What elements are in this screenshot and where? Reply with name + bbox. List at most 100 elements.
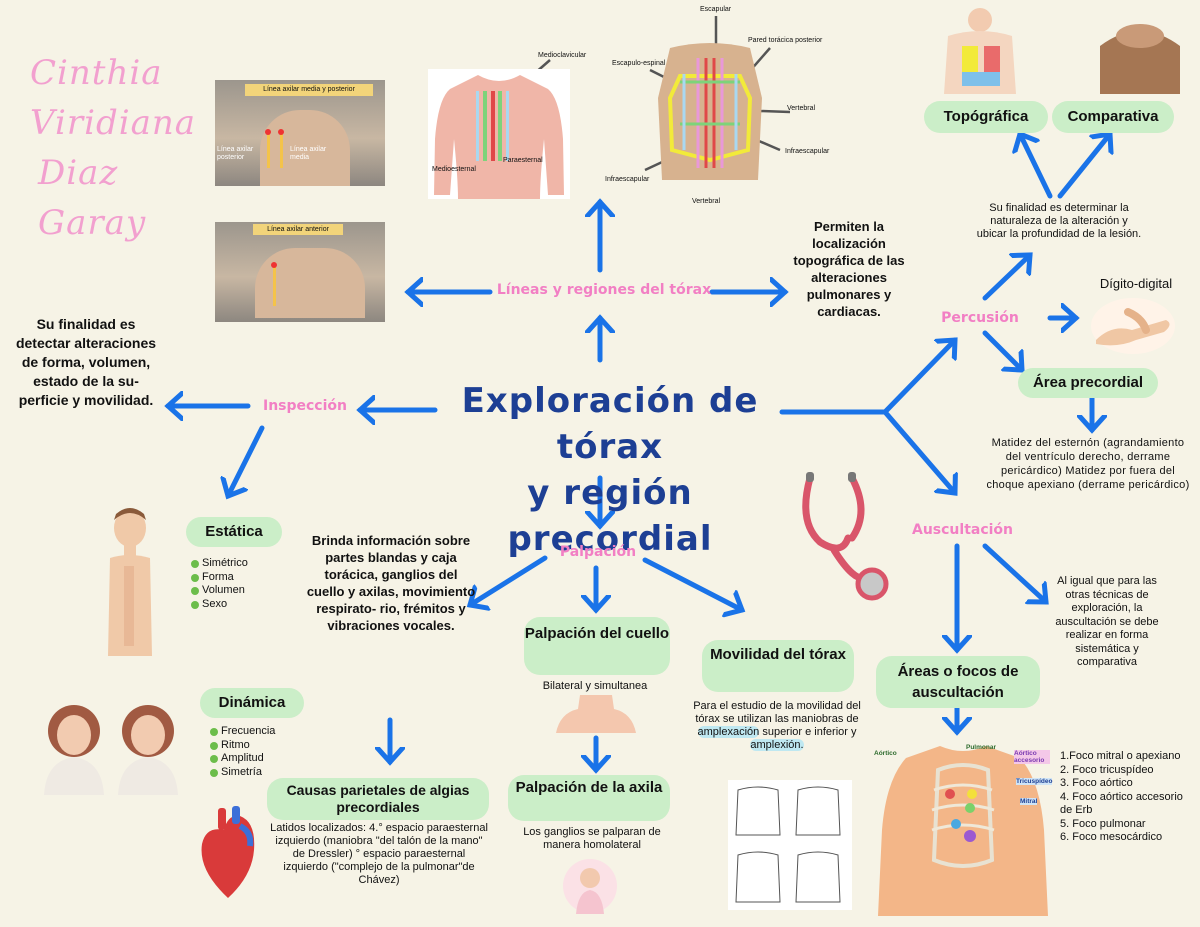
label-aortico-accesorio: Aórtico accesorio — [1014, 750, 1050, 764]
label-medioesternal: Medioesternal — [432, 166, 476, 173]
list-item: Frecuencia — [210, 725, 275, 739]
dinamica-list: Frecuencia Ritmo Amplitud Simetría — [210, 725, 275, 779]
label-pared-toracica: Pared torácica posterior — [748, 37, 823, 44]
branch-lineas: Líneas y regiones del tórax — [496, 282, 712, 298]
label-infraescapular-right: Infraescapular — [785, 148, 830, 155]
areas-focos-pill: Áreas o focos de auscultación — [876, 656, 1040, 708]
branch-auscultacion: Auscultación — [912, 522, 1014, 538]
arrow-percusion-down — [982, 330, 1022, 370]
branch-percusion: Percusión — [941, 310, 1019, 326]
list-item: 6. Foco mesocárdico — [1060, 831, 1163, 843]
causas-text: Latidos localizados: 4.° espacio paraest… — [270, 822, 488, 886]
author-name: Cinthia Viridiana Diaz Garay — [30, 50, 197, 250]
axilla-illustration — [562, 856, 618, 914]
cuello-pill: Palpación del cuello — [524, 617, 670, 675]
label-tricuspideo: Tricuspídeo — [1016, 778, 1053, 785]
movilidad-sketches — [728, 780, 852, 910]
label-vertebral-bottom: Vertebral — [692, 198, 721, 205]
cuello-text: Bilateral y simultanea — [542, 680, 648, 692]
author-second: Viridiana — [30, 103, 197, 143]
area-precordial-pill: Área precordial — [1018, 368, 1158, 398]
arrow-finalidad-left — [1020, 134, 1053, 199]
list-item: Volumen — [191, 584, 248, 598]
label-vertebral-right: Vertebral — [787, 105, 816, 112]
heart-illustration — [196, 806, 260, 900]
list-item: Simetría — [210, 766, 275, 780]
author-third: Diaz — [38, 153, 119, 193]
front-torso-diagram: Medioclavicular Medioesternal Paraestern… — [428, 52, 586, 199]
breathing-women-illustration — [38, 695, 188, 795]
branch-inspeccion: Inspección — [262, 398, 347, 414]
movilidad-text: Para el estudio de la movilidad del tóra… — [692, 700, 862, 752]
author-fourth: Garay — [38, 203, 147, 243]
back-torso-diagram — [650, 38, 770, 180]
label-mitral: Mitral — [1020, 798, 1038, 805]
list-item: 5. Foco pulmonar — [1060, 817, 1146, 830]
inspeccion-description: Su finalidad es detectar alteraciones de… — [15, 316, 157, 408]
label-escapular: Escapular — [700, 6, 732, 13]
causas-pill: Causas parietales de algias precordiales — [267, 778, 489, 820]
lineas-description: Permiten la localización topográfica de … — [793, 219, 905, 319]
label-paraesternal: Paraesternal — [503, 157, 543, 164]
comparativa-pill: Comparativa — [1052, 101, 1174, 133]
arrow-finalidad-right — [1057, 134, 1110, 199]
auscultacion-side-text: Al igual que para las otras técnicas de … — [1055, 575, 1159, 668]
list-item: 4. Foco aórtico accesorio de Erb — [1060, 790, 1183, 817]
label-aortico: Aórtico — [874, 750, 897, 757]
list-item: 1.Foco mitral o apexiano — [1060, 750, 1181, 762]
estatica-pill: Estática — [186, 517, 282, 547]
arrow-palpacion-left — [470, 555, 548, 605]
central-title: Exploración de tórax y región precordial — [440, 378, 780, 562]
photo1-left-label: Línea axilar posterior — [217, 146, 254, 161]
list-item: Simétrico — [191, 557, 248, 571]
topografica-pill: Topógráfica — [924, 101, 1048, 133]
neck-illustration — [556, 695, 636, 733]
photo1-label: Línea axilar media y posterior — [245, 84, 373, 96]
arrow-to-auscultacion — [882, 409, 955, 493]
focos-list: 1.Foco mitral o apexiano 2. Foco tricusp… — [1060, 750, 1188, 845]
label-medioclavicular: Medioclavicular — [538, 52, 587, 59]
label-infraescapular-left: Infraescapular — [605, 176, 650, 183]
auscultation-chest-diagram: Aórtico Pulmonar Aórtico accesorio Tricu… — [870, 740, 1056, 916]
arrow-inspeccion-down — [228, 425, 265, 496]
list-item: Forma — [191, 571, 248, 585]
photo2-label: Línea axilar anterior — [253, 224, 343, 235]
list-item: Amplitud — [210, 752, 275, 766]
digito-digital-hands — [1088, 294, 1178, 356]
arrow-auscultacion-right — [982, 543, 1046, 602]
dinamica-pill: Dinámica — [200, 688, 304, 718]
stethoscope-illustration — [794, 472, 894, 602]
back-percussion-photo — [1100, 6, 1180, 94]
area-precordial-text: Matidez del esternón (agrandamiento del … — [986, 437, 1190, 491]
title-line-1: Exploración de tórax — [461, 381, 759, 467]
label-pulmonar: Pulmonar — [966, 744, 996, 751]
estatica-list: Simétrico Forma Volumen Sexo — [191, 557, 248, 611]
author-first: Cinthia — [30, 53, 163, 93]
list-item: Sexo — [191, 598, 248, 612]
digito-digital-label: Dígito-digital — [1099, 276, 1173, 291]
axila-pill: Palpación de la axila — [508, 775, 670, 821]
axila-text: Los ganglios se palparan de manera homol… — [523, 826, 661, 851]
palpacion-description: Brinda información sobre partes blandas … — [306, 533, 476, 633]
photo-axilar-media-posterior: Línea axilar media y posterior Línea axi… — [215, 80, 385, 186]
percusion-finalidad: Su finalidad es determinar la naturaleza… — [976, 202, 1142, 240]
photo-axilar-anterior: Línea axilar anterior — [215, 222, 385, 322]
movilidad-highlight-1: amplexación — [697, 726, 760, 738]
branch-palpacion: Palpación — [559, 544, 637, 560]
chest-zones-illustration — [940, 6, 1020, 94]
man-profile-illustration — [100, 506, 160, 666]
arrow-to-percusion — [882, 340, 955, 415]
movilidad-highlight-2: amplexión. — [750, 739, 804, 751]
front-torso-illustration — [434, 75, 564, 199]
back-torso-illustration — [658, 43, 762, 180]
movilidad-text-b: superior e inferior y — [762, 726, 857, 738]
list-item: Ritmo — [210, 739, 275, 753]
list-item: 3. Foco aórtico — [1060, 777, 1133, 789]
list-item: 2. Foco tricuspídeo — [1060, 763, 1154, 776]
arrow-palpacion-right — [642, 557, 742, 610]
photo1-right-label: Línea axilar media — [290, 146, 327, 161]
arrow-percusion-up — [982, 255, 1030, 301]
title-line-2: y región precordial — [507, 473, 713, 559]
movilidad-pill: Movilidad del tórax — [702, 640, 854, 692]
